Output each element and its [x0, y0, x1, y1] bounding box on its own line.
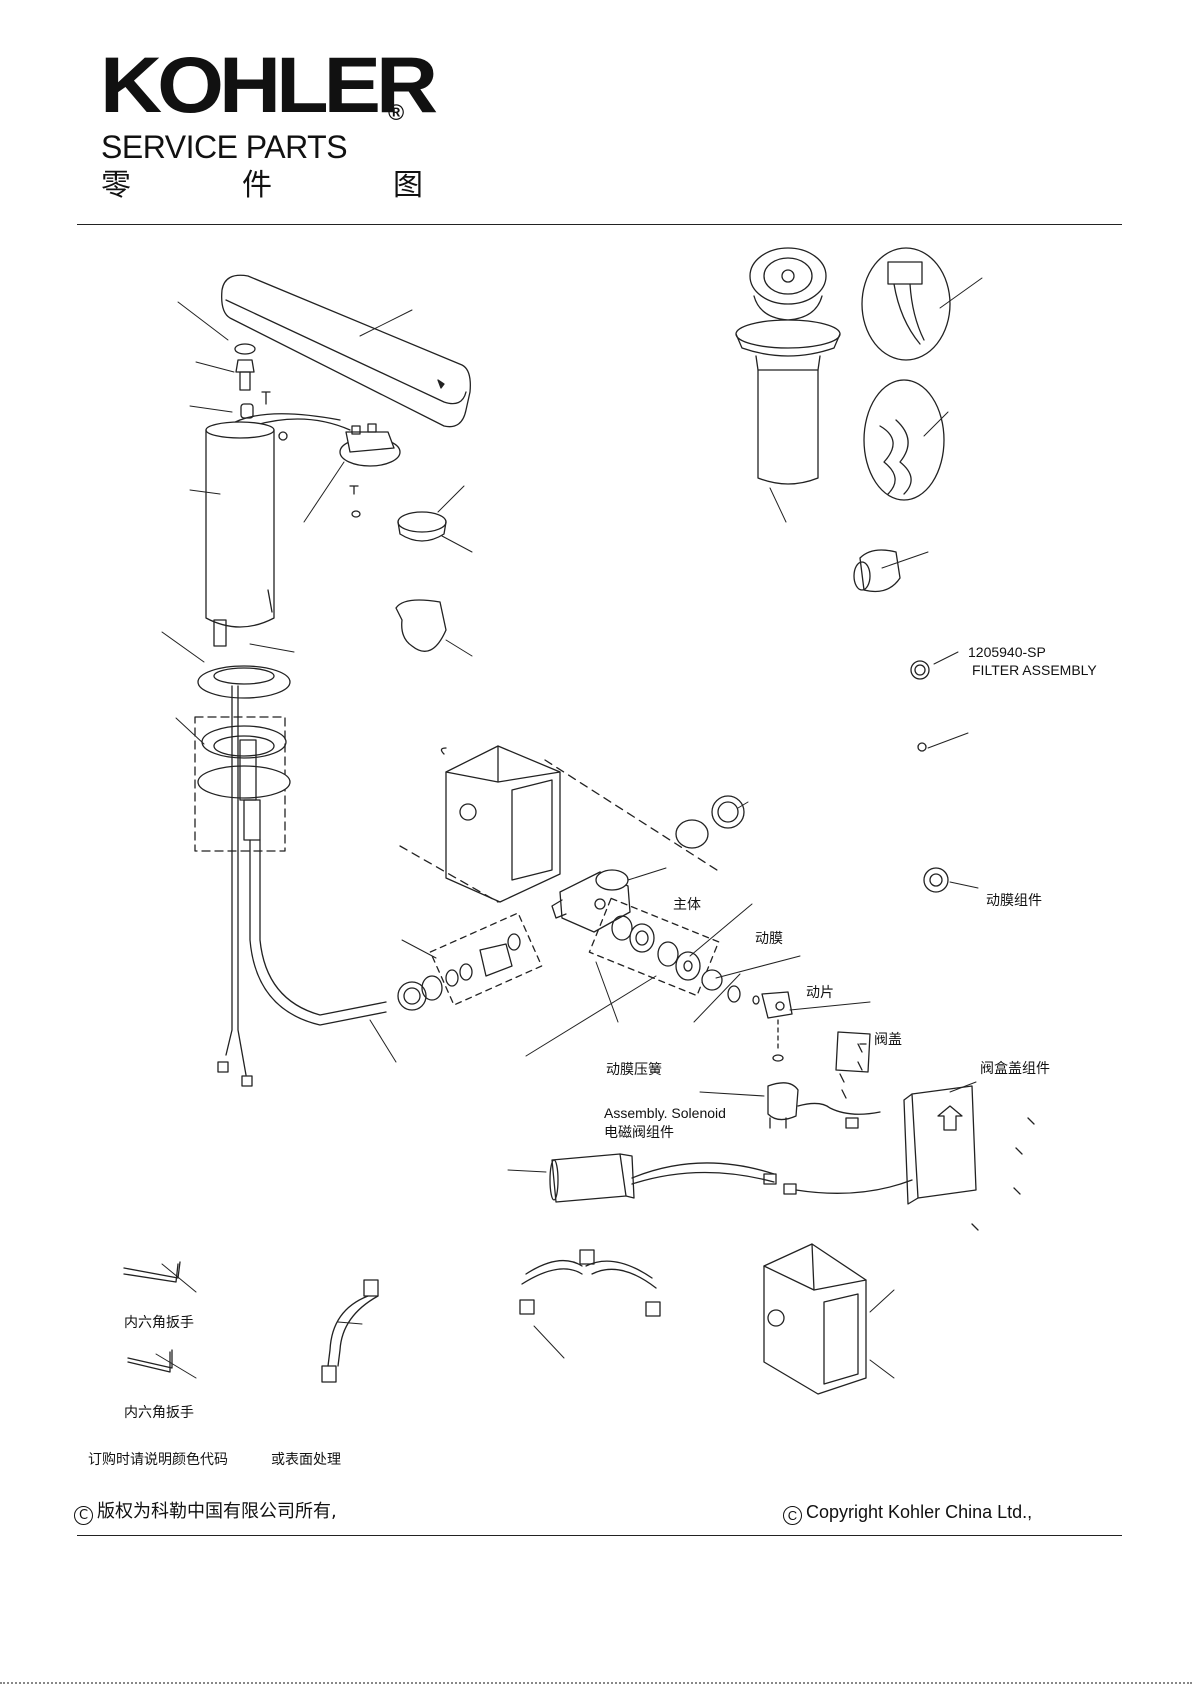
box-cover-assembly	[904, 1086, 1034, 1230]
cables-and-hose	[218, 686, 386, 1086]
copyright-en-text: Copyright Kohler China Ltd.,	[806, 1502, 1032, 1522]
footer-divider	[77, 1535, 1122, 1536]
mounting-rings	[195, 666, 290, 851]
label-solenoid-en: Assembly. Solenoid	[604, 1106, 726, 1121]
label-hex-key-1: 内六角扳手	[124, 1316, 194, 1330]
page-edge-dotted-line	[0, 1682, 1192, 1684]
valve-box	[400, 746, 720, 902]
inlet-valve-parts	[398, 913, 542, 1010]
copyright-zh-text: 版权为科勒中国有限公司所有,	[97, 1501, 337, 1522]
label-solenoid-zh: 电磁阀组件	[604, 1126, 674, 1140]
filter-part-number: 1205940-SP	[968, 645, 1046, 660]
flex-hose	[322, 1280, 378, 1382]
label-diaphragm-spring: 动膜压簧	[606, 1063, 662, 1077]
label-valve-cover: 阀盖	[874, 1033, 902, 1047]
label-diaphragm-assembly: 动膜组件	[986, 894, 1042, 908]
order-note-finish: 或表面处理	[271, 1453, 341, 1467]
order-note-color-code: 订购时请说明颜色代码	[88, 1453, 228, 1467]
label-diaphragm: 动膜	[755, 932, 783, 946]
tee-supply-hose	[520, 1250, 660, 1316]
valve-box-lower	[764, 1244, 866, 1394]
faucet-body-cylinder	[206, 422, 274, 646]
sensor-module	[340, 424, 400, 517]
solenoid-and-cover	[762, 992, 880, 1128]
pop-up-drain	[736, 248, 840, 484]
label-main-body: 主体	[673, 898, 701, 912]
filter-assembly-label: FILTER ASSEMBLY	[972, 663, 1097, 678]
valve-main-body	[552, 870, 630, 932]
sensor-wiring-detail	[862, 248, 950, 500]
label-hex-key-2: 内六角扳手	[124, 1406, 194, 1420]
copyright-symbol-icon: C	[74, 1506, 93, 1525]
box-seals	[676, 796, 744, 848]
faucet-spout	[222, 275, 471, 426]
label-box-cover-assembly: 阀盒盖组件	[980, 1062, 1050, 1076]
leader-lines	[156, 278, 982, 1378]
aerator-and-filter	[854, 550, 948, 892]
battery-pack	[550, 1154, 912, 1202]
sensor-caps	[396, 512, 446, 651]
label-moving-plate: 动片	[806, 986, 834, 1000]
copyright-symbol-icon: C	[783, 1506, 802, 1525]
